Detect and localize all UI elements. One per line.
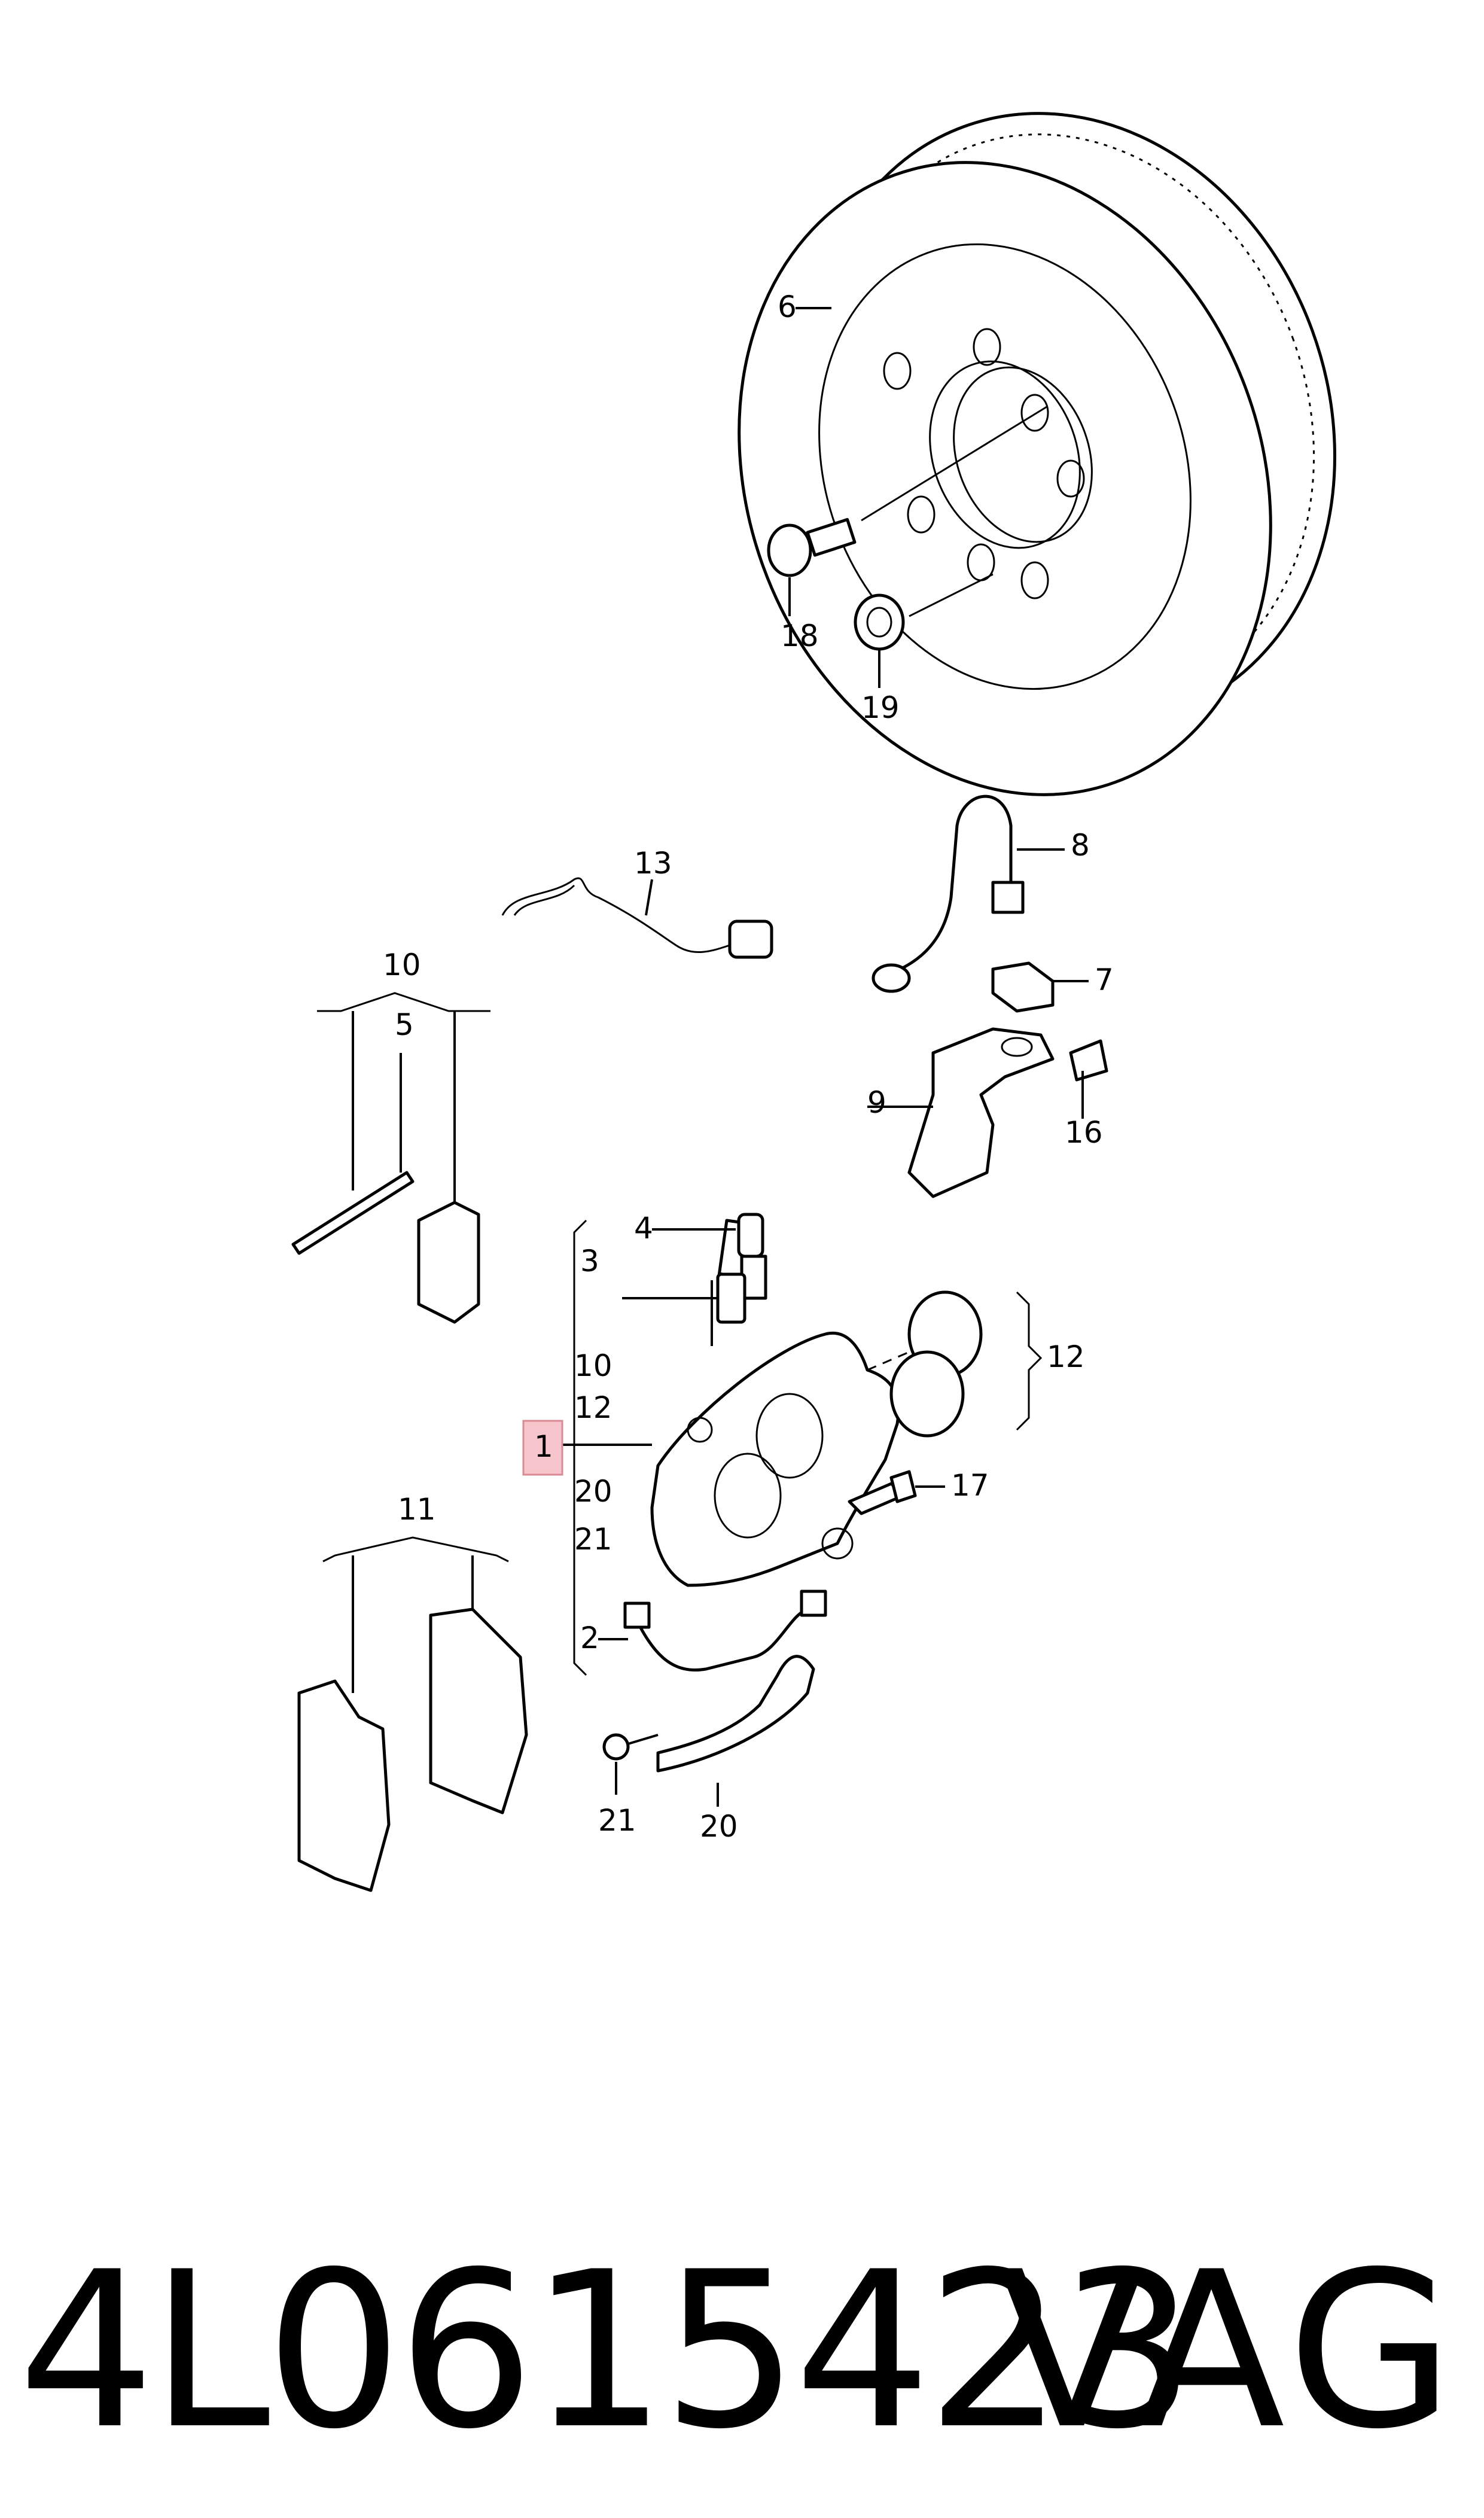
callout-10: 10 xyxy=(383,948,421,982)
callout-21b: 21 xyxy=(574,1522,613,1557)
callout-3: 3 xyxy=(580,1244,599,1278)
callout-17: 17 xyxy=(951,1468,989,1503)
callout-9: 9 xyxy=(867,1085,886,1120)
callout-6: 6 xyxy=(778,290,797,324)
callout-10b: 10 xyxy=(574,1348,613,1383)
pad-kit-10 xyxy=(291,992,490,1324)
caliper-1 xyxy=(650,1219,900,1587)
bleed-screw-4 xyxy=(652,1213,764,1258)
bleed-valve-3 xyxy=(622,1272,746,1324)
callout-5: 5 xyxy=(395,1007,414,1042)
callout-8: 8 xyxy=(1071,828,1090,863)
bolt-16 xyxy=(1069,1039,1108,1119)
bolt-17 xyxy=(848,1470,945,1515)
caliper-bracket-line xyxy=(573,1219,587,1676)
screw-21 xyxy=(602,1733,659,1795)
callout-20b: 20 xyxy=(574,1474,613,1509)
brake-disc xyxy=(738,112,1336,796)
callout-18: 18 xyxy=(781,619,819,653)
callout-1-highlight xyxy=(522,1420,563,1476)
brake-hose-2 xyxy=(598,1590,827,1671)
brake-exploded-diagram: 6 18 19 13 8 7 9 16 10 5 4 3 10 12 1 20 … xyxy=(291,112,1336,1892)
wheel-bolt-18 xyxy=(767,517,857,616)
shield-20 xyxy=(656,1655,815,1807)
plug-19 xyxy=(854,593,905,688)
callout-13: 13 xyxy=(634,846,672,881)
part-number: 4L0615423 xyxy=(18,2225,1196,2476)
callout-20: 20 xyxy=(700,1809,738,1844)
pad-set-11 xyxy=(297,1536,528,1892)
callout-4: 4 xyxy=(634,1211,653,1246)
callout-16: 16 xyxy=(1065,1115,1103,1150)
bracket-9 xyxy=(867,1027,1055,1198)
callout-1: 1 xyxy=(534,1429,553,1464)
callout-2: 2 xyxy=(580,1621,599,1655)
wear-sensor-13 xyxy=(501,877,773,959)
callout-7: 7 xyxy=(1095,963,1114,997)
callout-12: 12 xyxy=(1047,1339,1085,1374)
callout-12b: 12 xyxy=(574,1390,613,1425)
clip-7 xyxy=(991,961,1089,1013)
callout-21: 21 xyxy=(598,1803,636,1838)
brake-line-8 xyxy=(871,794,1065,993)
callout-19: 19 xyxy=(861,690,900,725)
callout-11: 11 xyxy=(398,1492,436,1527)
seal-kit-12 xyxy=(867,1290,1043,1438)
brand-label: VAG xyxy=(998,2225,1460,2476)
